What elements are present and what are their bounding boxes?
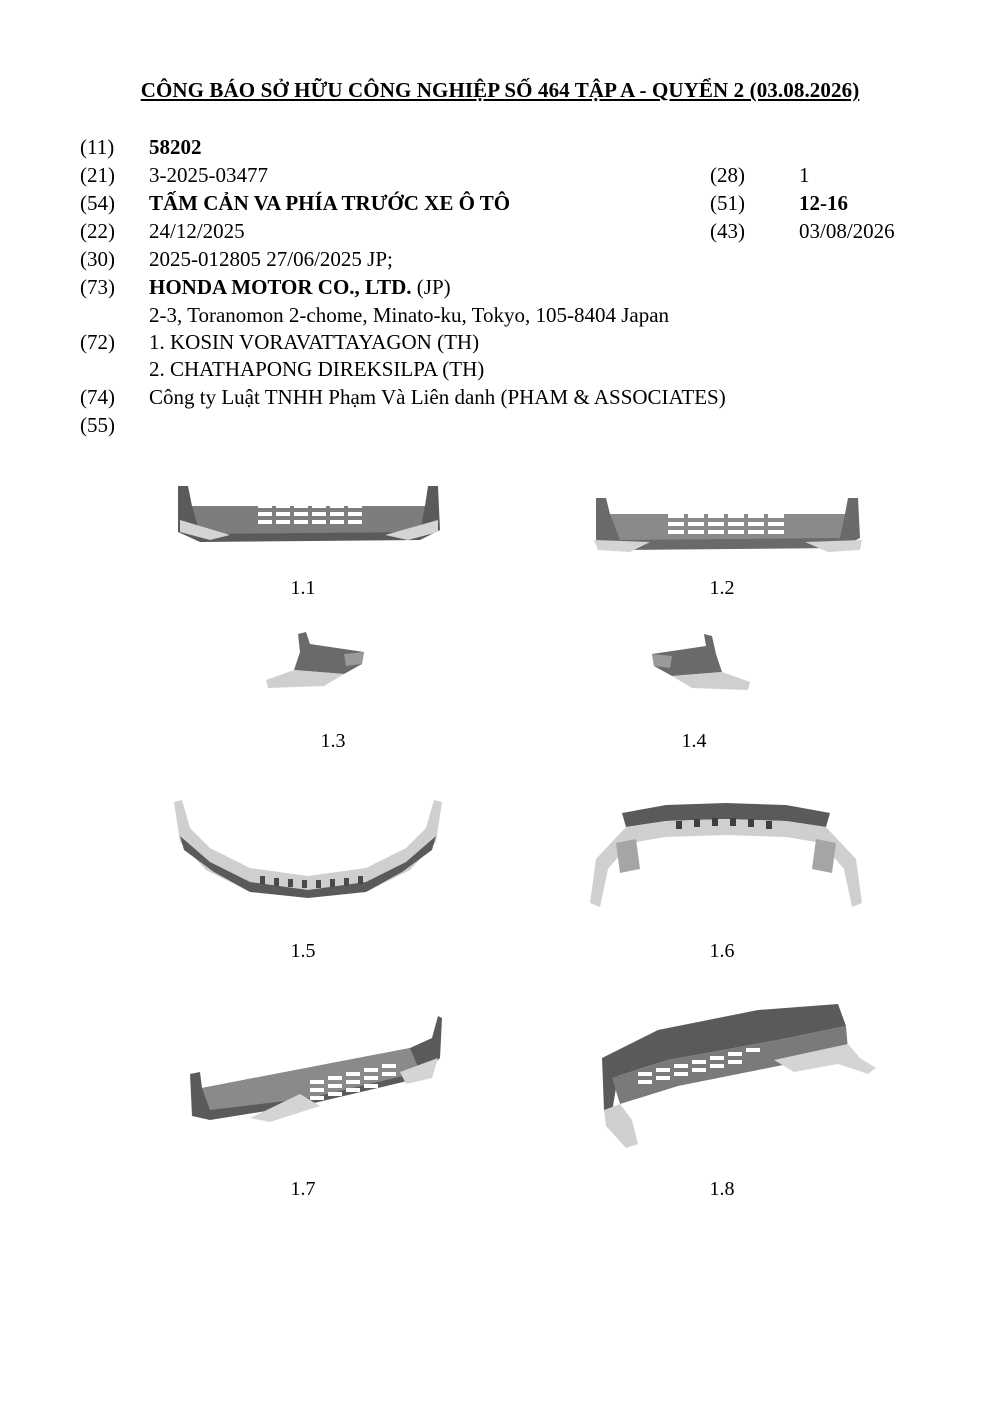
figure-caption: 1.4	[681, 730, 707, 752]
entry-code: (74)	[80, 385, 115, 409]
figure-1-1-front-view	[170, 480, 445, 550]
figure-1-4-right-view	[642, 632, 752, 692]
inventor-1: 1. KOSIN VORAVATTAYAGON (TH)	[149, 330, 480, 354]
entry-21: (21) 3-2025-03477	[80, 161, 268, 189]
figure-1-5-top-view	[170, 798, 445, 900]
figure-caption: 1.2	[709, 577, 735, 599]
figure-caption: 1.8	[709, 1178, 735, 1200]
application-number: 3-2025-03477	[149, 163, 268, 187]
inventor-2: 2. CHATHAPONG DIREKSILPA (TH)	[149, 357, 485, 381]
entry-code: (51)	[710, 191, 745, 215]
entry-72: (72) 1. KOSIN VORAVATTAYAGON (TH)	[80, 328, 479, 356]
entry-30: (30) 2025-012805 27/06/2025 JP;	[80, 245, 393, 273]
entry-code: (28)	[710, 163, 745, 187]
owner-country: (JP)	[411, 275, 451, 299]
owner-address: 2-3, Toranomon 2-chome, Minato-ku, Tokyo…	[149, 303, 670, 327]
entry-code: (73)	[80, 275, 115, 299]
priority-data: 2025-012805 27/06/2025 JP;	[149, 247, 393, 271]
entry-code: (11)	[80, 135, 115, 159]
entry-code: (43)	[710, 219, 745, 243]
owner-name: HONDA MOTOR CO., LTD.	[149, 275, 412, 299]
figure-caption: 1.5	[290, 940, 316, 962]
entry-73-address: 2-3, Toranomon 2-chome, Minato-ku, Tokyo…	[80, 301, 669, 329]
entry-72-second: 2. CHATHAPONG DIREKSILPA (TH)	[80, 355, 484, 383]
entry-73: (73) HONDA MOTOR CO., LTD. (JP)	[80, 273, 451, 301]
agent: Công ty Luật TNHH Phạm Và Liên danh (PHA…	[149, 385, 726, 409]
entry-code: (55)	[80, 413, 115, 437]
page-title: CÔNG BÁO SỞ HỮU CÔNG NGHIỆP SỐ 464 TẬP A…	[140, 78, 860, 102]
entry-code: (21)	[80, 163, 115, 187]
entry-54: (54) TẤM CẢN VA PHÍA TRƯỚC XE Ô TÔ	[80, 189, 510, 217]
figure-caption: 1.1	[290, 577, 316, 599]
figure-caption: 1.3	[320, 730, 346, 752]
filing-date: 24/12/2025	[149, 219, 245, 243]
design-title: TẤM CẢN VA PHÍA TRƯỚC XE Ô TÔ	[149, 191, 511, 215]
figure-1-6-bottom-view	[586, 803, 866, 909]
entry-74: (74) Công ty Luật TNHH Phạm Và Liên danh …	[80, 383, 726, 411]
publication-date: 03/08/2026	[799, 219, 895, 243]
figure-caption: 1.7	[290, 1178, 316, 1200]
figure-caption: 1.6	[709, 940, 735, 962]
figure-1-7-perspective-view	[170, 1014, 445, 1126]
entry-code: (22)	[80, 219, 115, 243]
entry-code: (30)	[80, 247, 115, 271]
entry-55: (55)	[80, 411, 149, 439]
figure-1-8-perspective-view	[598, 1000, 878, 1152]
entry-code: (54)	[80, 191, 115, 215]
design-count: 1	[799, 163, 810, 187]
figure-1-3-left-view	[264, 630, 374, 690]
entry-code: (72)	[80, 330, 115, 354]
entry-22: (22) 24/12/2025	[80, 217, 245, 245]
locarno-class: 12-16	[799, 191, 848, 215]
figure-1-2-rear-view	[590, 492, 865, 554]
registration-number: 58202	[149, 135, 202, 159]
entry-11: (11) 58202	[80, 133, 202, 161]
